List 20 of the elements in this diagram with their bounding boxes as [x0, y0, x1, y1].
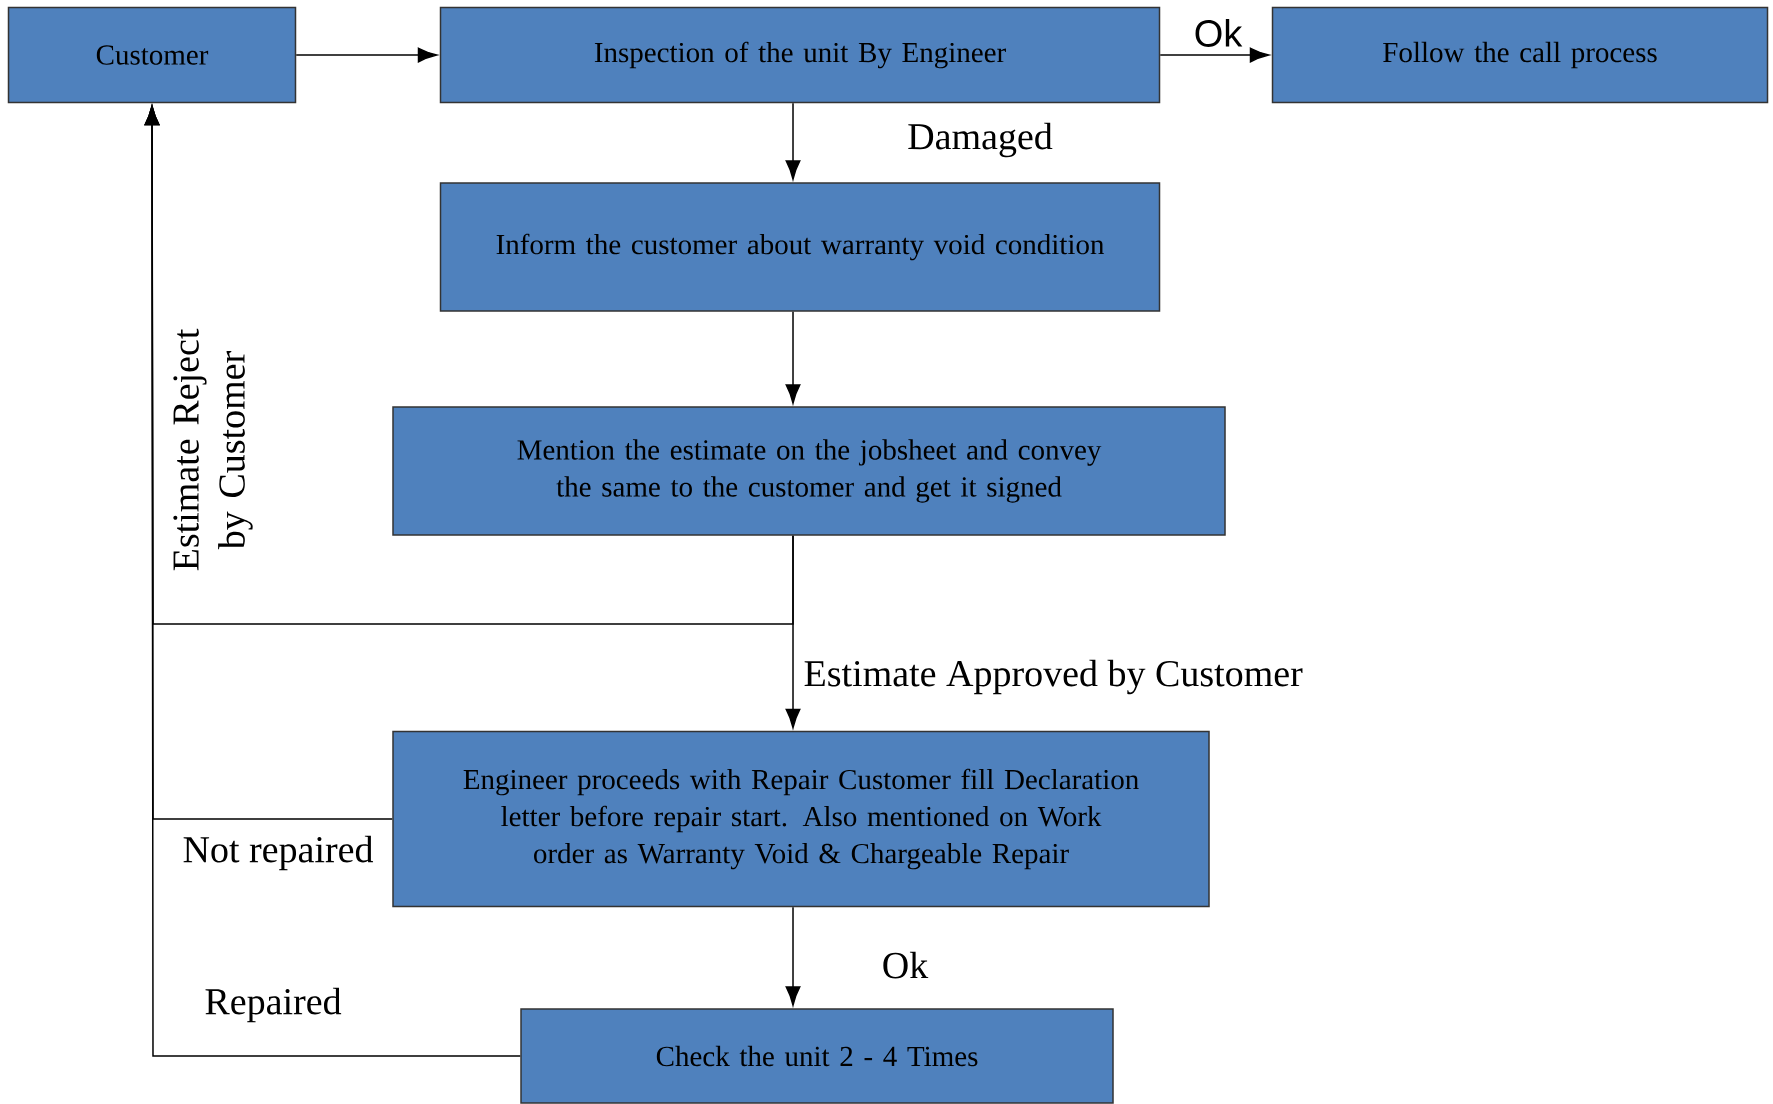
- edge-label: Estimate Reject by Customer: [173, 328, 253, 571]
- arrow: [295, 47, 438, 63]
- arrow: [785, 906, 801, 1006]
- process-box: Inform the customer about warranty void condition: [439, 182, 1161, 312]
- edge-label: Ok: [1195, 19, 1243, 47]
- arrow: [1159, 47, 1270, 63]
- process-box: Customer: [7, 6, 297, 104]
- process-box: Engineer proceeds with Repair Customer fill Declaration letter before repair start. Also mentioned on Work order as Warranty Void & Chargeable Repair: [392, 730, 1210, 908]
- edge-label: Estimate Approved by Customer: [804, 659, 1303, 695]
- process-box: Check the unit 2 - 4 Times: [520, 1008, 1114, 1104]
- edge-label: Damaged: [908, 122, 1053, 158]
- process-box: Inspection of the unit By Engineer: [439, 6, 1161, 104]
- edge-label: Not repaired: [183, 835, 374, 871]
- arrow: [785, 102, 801, 180]
- process-box: Follow the call process: [1271, 6, 1769, 104]
- process-box: Mention the estimate on the jobsheet and convey the same to the customer and get it signed: [392, 406, 1226, 536]
- edge-label: Repaired: [205, 987, 342, 1023]
- edge-label: Ok: [883, 951, 929, 979]
- arrow: [785, 311, 801, 404]
- arrow: [144, 105, 521, 1057]
